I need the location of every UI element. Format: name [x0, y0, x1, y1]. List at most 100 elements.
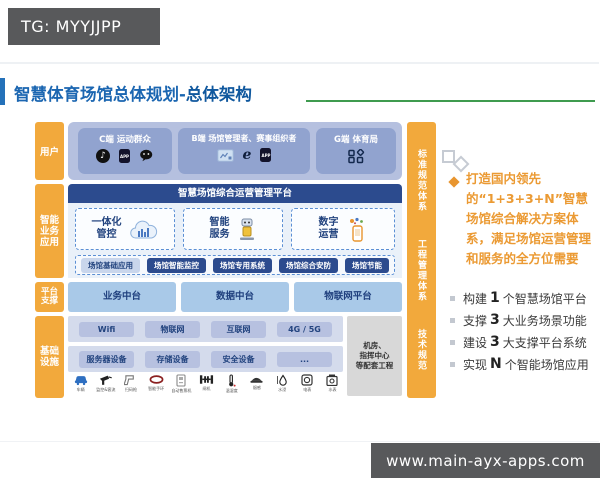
thermometer-icon: [227, 374, 236, 387]
title-underline: [306, 100, 595, 102]
module-integrated-control: 一体化 管控: [75, 208, 175, 250]
device-icon-row: 车辆 监控&客流 扫码枪 智能手环 自动售票机 闸机 温湿度 烟感: [68, 374, 345, 398]
user-group-b-label: B端 场馆管理者、赛事组织者: [191, 134, 297, 143]
page-title: 智慧体育场馆总体规划-总体架构: [14, 81, 252, 105]
device-vehicle: 车辆: [68, 374, 93, 393]
module-digital-operation: 数字 运营: [291, 208, 395, 250]
item-suffix: 个智慧场馆平台: [502, 291, 587, 306]
user-group-c: C端 运动群众 ♪ APP: [78, 128, 172, 174]
website-watermark: www.main-ayx-apps.com: [371, 443, 600, 478]
device-label: 水表: [328, 387, 337, 392]
module-digital-operation-label: 数字 运营: [318, 217, 339, 240]
user-group-b-icons: e APP: [178, 147, 310, 163]
device-label: 电表: [303, 387, 312, 392]
device-temp-humidity: 温湿度: [219, 374, 244, 394]
hardware-strip: 服务器设备 存储设备 安全设备 ...: [68, 346, 343, 372]
management-console-icon: [216, 148, 234, 162]
item-number: 3: [490, 312, 500, 328]
car-icon: [74, 374, 88, 386]
key-points-list: 构建 1 个智慧场馆平台 支撑 3 大业务场景功能 建设 3 大支撑平台系统 实…: [450, 287, 600, 375]
iot-platform: 物联网平台: [294, 282, 402, 312]
item-number: 3: [490, 334, 500, 350]
user-group-g-label: G端 体育局: [334, 135, 378, 145]
rail-platform-support: 平台 支撑: [35, 282, 64, 312]
users-row: C端 运动群众 ♪ APP B端 场馆管理者、赛事组织者 e APP G端 体育…: [68, 122, 402, 180]
app-icon: APP: [119, 149, 130, 163]
rail-standards: 标准规范体系 工程管理体系 技术规范: [407, 122, 436, 398]
device-label: 自动售票机: [171, 388, 192, 393]
device-label: 闸机: [202, 386, 211, 391]
item-prefix: 建设: [463, 335, 488, 350]
item-prefix: 实现: [463, 357, 488, 372]
device-cctv: 监控&客流: [93, 374, 118, 393]
device-smoke-sensor: 烟感: [244, 374, 269, 391]
item-number: 1: [490, 290, 500, 306]
item-suffix: 大支撑平台系统: [502, 335, 587, 350]
water-meter-icon: [326, 374, 339, 386]
douyin-icon: ♪: [96, 149, 110, 163]
rail-users: 用户: [35, 122, 64, 180]
device-label: 监控&客流: [96, 387, 116, 392]
device-label: 烟感: [252, 385, 261, 390]
square-bullet-icon: [450, 317, 455, 323]
user-group-c-icons: ♪ APP: [78, 148, 172, 164]
device-ticket-kiosk: 自动售票机: [169, 374, 194, 394]
hardware-pill: 服务器设备: [79, 350, 134, 368]
title-accent-bar: [0, 78, 5, 105]
wristband-icon: [149, 374, 164, 385]
page-title-highlight: 总体架构: [185, 85, 252, 104]
machine-room-box: 机房、 指挥中心 等配套工程: [347, 316, 402, 396]
app-pill: 场馆智能监控: [147, 257, 206, 273]
device-scanner: 扫码枪: [118, 374, 143, 393]
water-drop-icon: [276, 374, 288, 386]
data-middle-platform: 数据中台: [181, 282, 289, 312]
item-prefix: 支撑: [463, 313, 488, 328]
app-pill: 场馆综合安防: [279, 257, 338, 273]
user-group-c-label: C端 运动群众: [99, 135, 151, 145]
device-label: 扫码枪: [124, 387, 137, 392]
tech-spec-label: 技术规范: [416, 329, 426, 371]
ticket-kiosk-icon: [176, 374, 186, 387]
device-label: 智能手环: [148, 386, 165, 391]
decor-square-icon: [442, 150, 455, 163]
electric-meter-icon: [301, 374, 313, 386]
telegram-watermark: TG: MYYJJPP: [8, 8, 160, 45]
module-smart-service: 智能 服务: [183, 208, 283, 250]
venue-apps-bar: 场馆基础应用 场馆智能监控 场馆专用系统 场馆综合安防 场馆节能: [75, 255, 395, 275]
list-item: 构建 1 个智慧场馆平台: [450, 287, 600, 309]
square-bullet-icon: [450, 361, 455, 367]
device-water-leak: 水浸: [270, 374, 295, 393]
network-pill: 物联网: [145, 320, 200, 338]
module-integrated-control-label: 一体化 管控: [91, 217, 122, 240]
smoke-detector-icon: [249, 374, 264, 384]
app-pill: 场馆节能: [345, 257, 389, 273]
cloud-analytics-icon: [129, 218, 159, 241]
wechat-icon: [139, 149, 154, 163]
device-label: 水浸: [278, 387, 287, 392]
user-group-g: G端 体育局: [316, 128, 396, 174]
platform-header: 智慧场馆综合运营管理平台: [68, 184, 402, 203]
page-title-main: 智慧体育场馆总体规划-: [14, 85, 186, 104]
hardware-pill: 安全设备: [211, 350, 266, 368]
cctv-camera-icon: [99, 374, 113, 386]
solution-summary: 打造国内领先的“1+3+3+N”智慧场馆综合解决方案体系，满足场馆运营管理和服务…: [466, 171, 592, 266]
list-item: 支撑 3 大业务场景功能: [450, 309, 600, 331]
ie-browser-icon: e: [242, 147, 252, 163]
square-bullet-icon: [450, 339, 455, 345]
barcode-scanner-icon: [124, 374, 137, 386]
square-bullet-icon: [450, 295, 455, 301]
mini-program-grid-icon: [347, 148, 365, 164]
user-group-b: B端 场馆管理者、赛事组织者 e APP: [178, 128, 310, 174]
device-label: 温湿度: [225, 388, 238, 393]
device-wristband: 智能手环: [144, 374, 169, 392]
item-prefix: 构建: [463, 291, 488, 306]
item-suffix: 大业务场景功能: [502, 313, 587, 328]
user-group-g-icons: [316, 148, 396, 164]
hardware-pill: ...: [277, 351, 332, 367]
apps-bar-title: 场馆基础应用: [81, 257, 140, 273]
turnstile-icon: [199, 374, 214, 385]
list-item: 实现 N 个智能场馆应用: [450, 353, 600, 375]
hardware-pill: 存储设备: [145, 350, 200, 368]
device-electric-meter: 电表: [295, 374, 320, 393]
app-icon: APP: [260, 148, 272, 162]
